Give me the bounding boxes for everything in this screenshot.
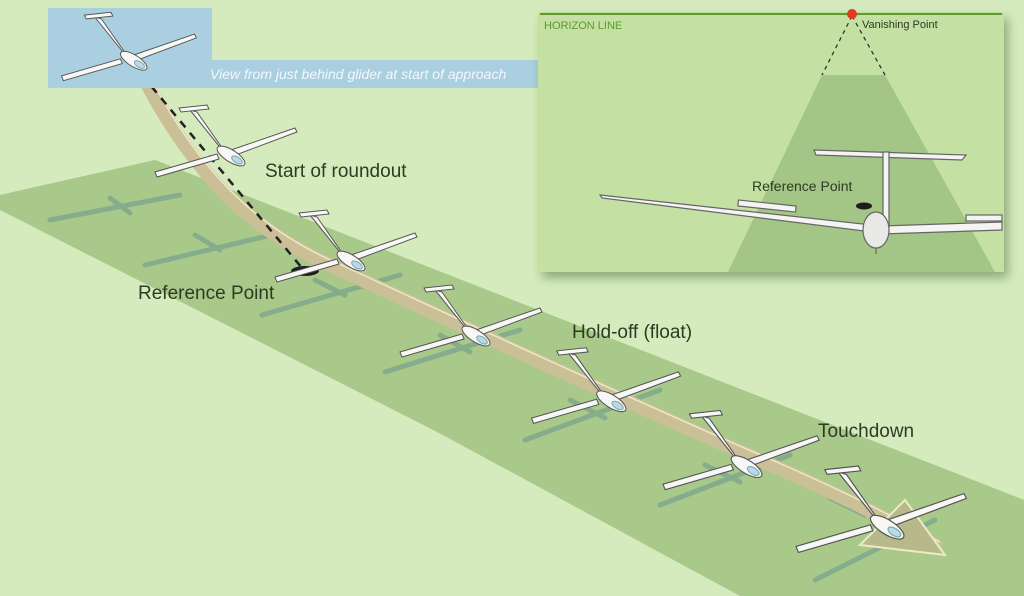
glider-1 [60,11,198,82]
glider-4 [399,284,543,358]
label-reference-point: Reference Point [138,283,275,304]
horizon-line-label: HORIZON LINE [544,20,622,32]
vanishing-point-marker [847,9,857,19]
sight-line [141,74,303,269]
flight-path [133,63,942,552]
runway-main [0,160,1024,596]
vanishing-point-label: Vanishing Point [862,19,938,31]
inset-glider [598,149,1003,254]
vanishing-guide-right [851,15,886,76]
shadow-1 [47,192,183,223]
glider-3 [274,209,418,283]
gliders [60,11,968,554]
glider-6 [662,409,820,491]
glider-5 [530,347,682,424]
inset-view: HORIZON LINE Vanishing Point Reference P… [538,9,1004,272]
shadow-2 [142,230,283,268]
label-start-of-roundout: Start of roundout [265,161,407,182]
flight-path-edge [144,66,941,543]
inset-reference-point-marker [856,202,872,210]
glider-2 [154,104,298,178]
label-hold-off: Hold-off (float) [572,322,692,343]
vanishing-guide-left [821,15,853,76]
inset-reference-point-label: Reference Point [752,178,853,194]
label-touchdown: Touchdown [818,421,914,442]
glider-7 [795,465,968,554]
view-banner-text: View from just behind glider at start of… [210,66,506,82]
view-banner-arrow [48,60,570,88]
